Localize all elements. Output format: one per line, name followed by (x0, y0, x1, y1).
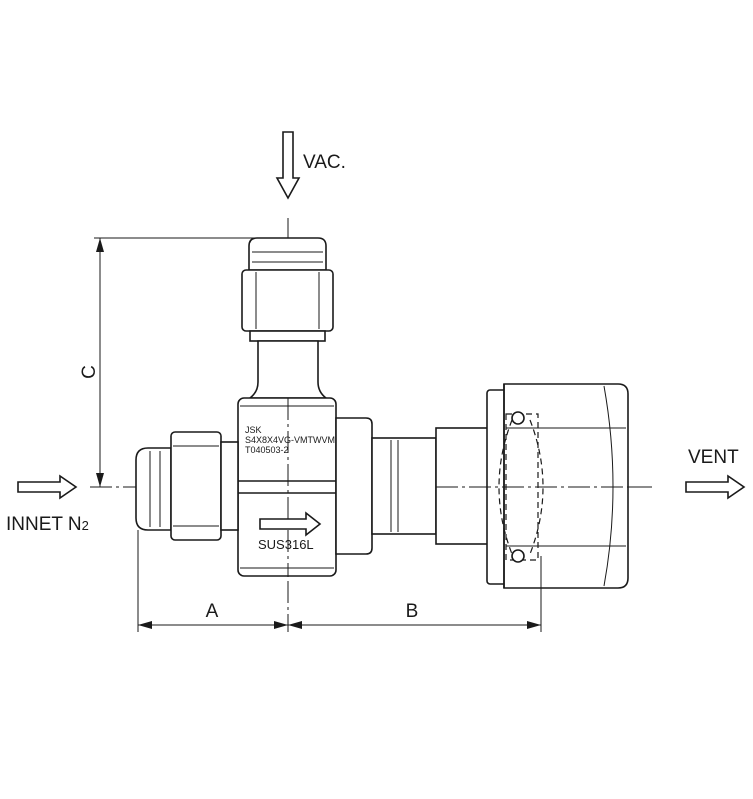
dim-c-label: C (79, 365, 100, 379)
dim-b-label: B (406, 601, 419, 622)
top-fitting (241, 237, 334, 399)
left-fitting (135, 431, 239, 541)
top-neck (247, 340, 329, 399)
material-marking: SUS316L (258, 537, 314, 552)
vent-arrow (685, 474, 746, 500)
right-hub (435, 427, 491, 545)
dimension-b (288, 556, 542, 632)
inlet-label: INNET N2 (6, 514, 89, 535)
right-port-boss (335, 417, 373, 555)
dimension-c (94, 237, 258, 487)
left-gland-tip (135, 447, 172, 531)
dimension-a (137, 530, 288, 632)
marking-line-2: S4X8X4VG-VMTWVM (245, 435, 335, 445)
left-nut (170, 431, 222, 541)
right-fitting (335, 383, 652, 589)
top-gland-tip (248, 237, 327, 271)
vac-arrow (275, 131, 301, 200)
right-connector (371, 437, 437, 535)
flow-direction-arrow (259, 511, 322, 537)
marking-line-3: T040503-2 (245, 445, 289, 455)
vac-label: VAC. (303, 152, 346, 173)
marking-line-1: JSK (245, 425, 262, 435)
vent-label: VENT (688, 447, 739, 468)
inlet-arrow (17, 474, 78, 500)
dim-a-label: A (206, 601, 219, 622)
